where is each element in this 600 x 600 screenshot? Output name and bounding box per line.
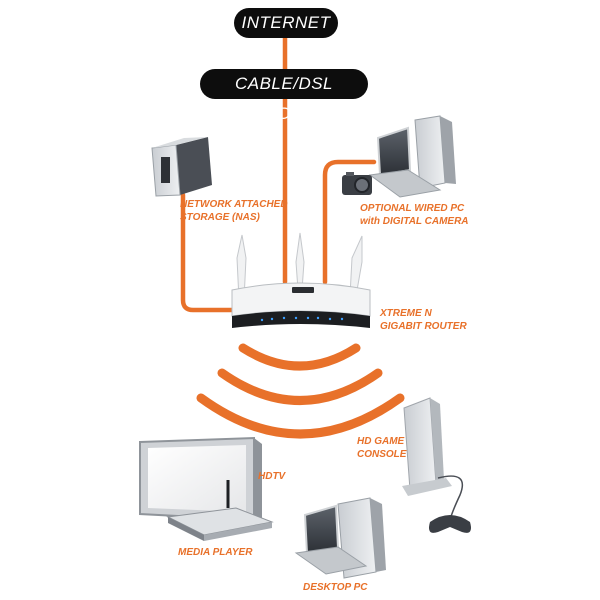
desktop-pc-label: DESKTOP PC	[303, 582, 368, 593]
wireless-signal	[196, 343, 405, 439]
console-label-line2: CONSOLE	[357, 449, 407, 460]
wired-pc-label-line1: OPTIONAL WIRED PC	[360, 203, 465, 214]
wifi-arc-outer	[196, 393, 405, 439]
modem-node: CABLE/DSL MODEM	[200, 69, 368, 123]
cable-nas-router	[180, 192, 235, 313]
hdtv	[139, 436, 262, 522]
media-player	[166, 480, 274, 541]
router-device	[231, 232, 371, 328]
wired-pc-label: OPTIONAL WIRED PC with DIGITAL CAMERA	[360, 202, 469, 228]
game-console	[402, 397, 471, 533]
nas-device	[151, 137, 212, 197]
wired-cables	[180, 35, 377, 313]
nas-label-line1: NETWORK ATTACHED	[180, 199, 288, 210]
console-label: HD GAME CONSOLE	[357, 435, 406, 461]
nas-label-line2: STORAGE (NAS)	[180, 212, 260, 223]
wired-pc-label-line2: with DIGITAL CAMERA	[360, 216, 469, 227]
wifi-arc-middle	[217, 368, 383, 405]
internet-node: INTERNET	[234, 8, 338, 38]
console-label-line1: HD GAME	[357, 436, 405, 447]
hdtv-label: HDTV	[258, 471, 286, 482]
wifi-arc-inner	[238, 343, 361, 371]
desktop-pc	[294, 497, 386, 579]
router-label: XTREME N GIGABIT ROUTER	[380, 307, 467, 333]
cable-pc-router	[322, 159, 377, 285]
media-player-label: MEDIA PLAYER	[178, 547, 253, 558]
router-label-line1: XTREME N	[380, 308, 432, 319]
nas-label: NETWORK ATTACHED STORAGE (NAS)	[180, 198, 288, 224]
wired-pc	[342, 115, 456, 198]
router-label-line2: GIGABIT ROUTER	[380, 321, 467, 332]
